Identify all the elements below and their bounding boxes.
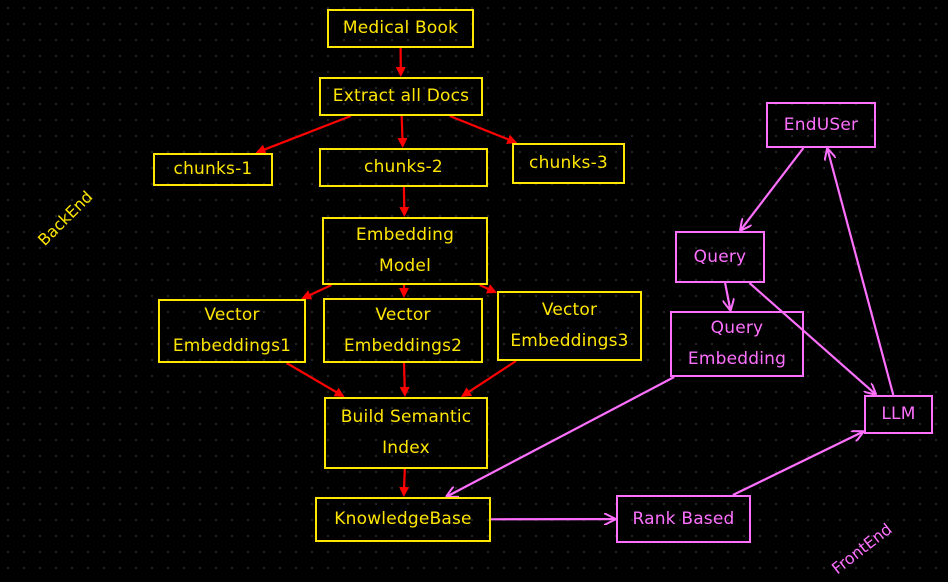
edge-query-to-query_embedding [725,282,730,309]
node-chunks-3[interactable]: chunks-3 [512,143,625,184]
node-label-line: Index [382,438,430,458]
node-query[interactable]: Query [675,231,765,283]
node-extract-all-docs[interactable]: Extract all Docs [319,77,483,116]
node-rank-based[interactable]: Rank Based [616,495,751,543]
node-end-user[interactable]: EndUSer [766,102,876,148]
edge-extract_docs-to-chunks_2 [397,115,408,148]
node-knowledge-base[interactable]: KnowledgeBase [315,497,491,542]
node-label-line: Medical Book [342,18,459,38]
node-label-line: Rank Based [632,508,735,529]
edge-vector_emb_2-to-build_index [399,362,410,397]
edge-rank_based-to-llm [732,432,862,496]
node-label-line: Embedding [687,349,787,369]
edge-vector_emb_3-to-build_index [461,360,517,397]
edge-end_user-to-query [741,147,805,229]
node-label-line: chunks-2 [364,157,443,177]
node-label-line: chunks-1 [173,159,253,179]
node-medical-book[interactable]: Medical Book [327,9,474,48]
edge-llm-to-end_user [828,150,895,396]
node-label-line: LLM [881,404,916,424]
edge-query-to-llm [748,282,875,394]
edge-extract_docs-to-chunks_1 [255,114,352,155]
node-label-line: Embeddings2 [343,335,463,356]
edge-build_index-to-knowledge_base [399,468,410,497]
edge-extract_docs-to-chunks_3 [449,114,518,144]
node-chunks-1[interactable]: chunks-1 [153,153,273,186]
node-label-line: Build Semantic [340,407,472,427]
node-label-line: Embeddings1 [172,336,292,356]
node-llm[interactable]: LLM [864,395,933,434]
node-label-line: Extract all Docs [332,86,470,106]
node-label-line: Query [693,246,747,267]
node-chunks-2[interactable]: chunks-2 [319,148,488,187]
edges-layer [255,47,895,519]
edge-embedding_model-to-vector_emb_3 [479,283,498,294]
edge-query_embedding-to-knowledge_base [448,376,675,496]
node-label-line: Vector [375,304,431,325]
node-label-line: EndUSer [783,114,859,135]
node-label-line: Embedding [355,225,455,245]
edge-chunks_2-to-embedding_model [399,186,410,217]
node-label-line: Vector [541,300,598,320]
edge-vector_emb_1-to-build_index [286,362,345,398]
node-label-line: Embeddings3 [510,331,629,351]
node-label-line: KnowledgeBase [334,509,472,529]
node-label-line: chunks-3 [529,153,608,173]
edge-embedding_model-to-vector_emb_1 [301,284,332,300]
node-label-line: Model [378,256,432,276]
node-label-line: Query [710,318,764,338]
node-label-line: Vector [204,305,260,325]
